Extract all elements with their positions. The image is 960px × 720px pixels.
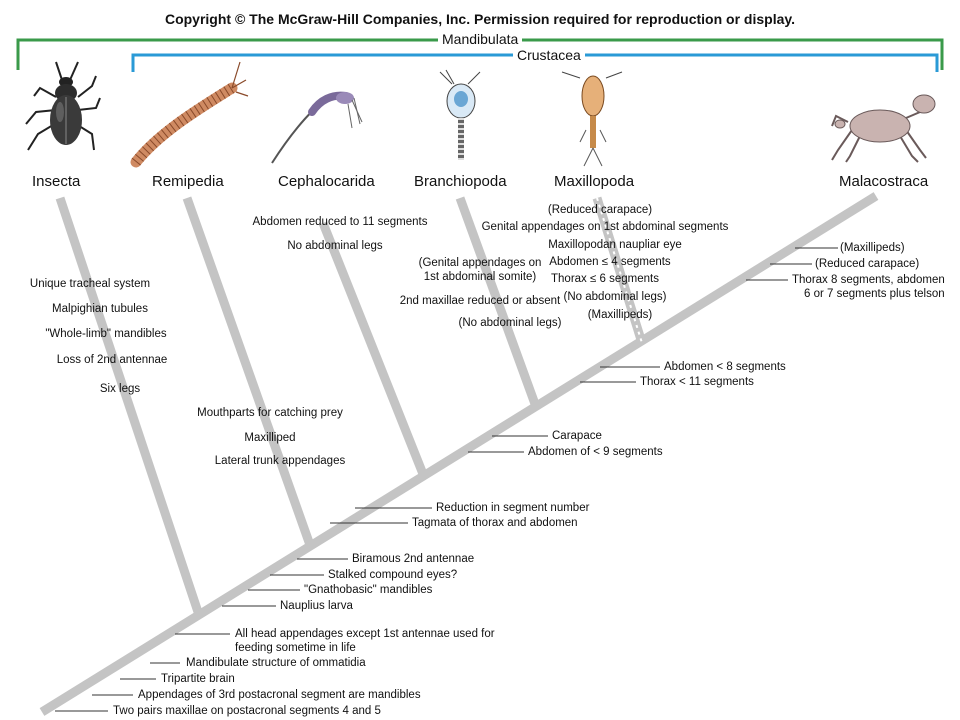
trait: (Genital appendages on	[418, 257, 542, 269]
trait: Reduction in segment number	[436, 502, 590, 514]
trait: Unique tracheal system	[29, 278, 151, 290]
copyright-notice: Copyright © The McGraw-Hill Companies, I…	[164, 11, 796, 27]
main-stem-branch	[39, 192, 879, 716]
trait: Stalked compound eyes?	[328, 569, 458, 581]
trait: Abdomen < 8 segments	[664, 361, 786, 373]
remipedia-branch	[182, 196, 315, 547]
trait: Maxilliped	[244, 432, 296, 444]
trait: Malpighian tubules	[52, 303, 148, 315]
branchiopoda-branch	[455, 196, 540, 406]
trait: (No abdominal legs)	[563, 291, 667, 303]
taxon-branchiopoda: Branchiopoda	[414, 173, 507, 190]
trait: Abdomen of < 9 segments	[528, 446, 663, 458]
trait: Thorax 8 segments, abdomen	[792, 274, 945, 286]
trait: (Reduced carapace)	[547, 204, 653, 216]
trait: Genital appendages on 1st abdominal segm…	[481, 221, 729, 233]
trait: Nauplius larva	[280, 600, 353, 612]
trait: Abdomen reduced to 11 segments	[252, 216, 428, 228]
trait: feeding sometime in life	[235, 642, 356, 654]
trait: Thorax < 11 segments	[640, 376, 754, 388]
crab-icon	[831, 94, 936, 163]
trait: Mouthparts for catching prey	[197, 407, 343, 419]
trait: Abdomen ≤ 4 segments	[549, 256, 671, 268]
crustacea-label: Crustacea	[513, 47, 585, 63]
trait: Maxillopodan naupliar eye	[548, 239, 682, 251]
trait: Two pairs maxillae on postacronal segmen…	[113, 705, 381, 717]
taxon-remipedia: Remipedia	[152, 173, 224, 190]
mandibulata-label: Mandibulata	[438, 31, 523, 47]
trait: Tagmata of thorax and abdomen	[412, 517, 578, 529]
trait: Carapace	[552, 430, 602, 442]
taxon-insecta: Insecta	[32, 173, 81, 190]
trait: (No abdominal legs)	[458, 317, 562, 329]
trait: Biramous 2nd antennae	[352, 553, 475, 565]
trait: All head appendages except 1st antennae …	[235, 628, 495, 640]
insecta-branch	[55, 196, 203, 614]
branchiopod-icon	[439, 69, 481, 160]
cephalocarida-branch	[318, 221, 428, 476]
trait: Tripartite brain	[161, 673, 235, 685]
trait: Lateral trunk appendages	[214, 455, 346, 467]
trait: Six legs	[99, 383, 141, 395]
trait: (Maxillipeds)	[840, 242, 905, 254]
taxon-maxillopoda: Maxillopoda	[554, 173, 635, 190]
trait: 1st abdominal somite)	[423, 271, 537, 283]
trait: "Gnathobasic" mandibles	[304, 584, 433, 596]
trait: Loss of 2nd antennae	[56, 354, 168, 366]
trait: Mandibulate structure of ommatidia	[186, 657, 366, 669]
trait: No abdominal legs	[287, 240, 383, 252]
copepod-icon	[561, 71, 623, 167]
taxon-cephalocarida: Cephalocarida	[278, 173, 375, 190]
trait: "Whole-limb" mandibles	[45, 328, 167, 340]
trait: Thorax ≤ 6 segments	[551, 273, 659, 285]
taxon-malacostraca: Malacostraca	[839, 173, 929, 190]
trait: 2nd maxillae reduced or absent	[399, 295, 561, 307]
trait: 6 or 7 segments plus telson	[804, 288, 945, 300]
trait: (Maxillipeds)	[587, 309, 653, 321]
trait: (Reduced carapace)	[815, 258, 920, 270]
leader-lines	[55, 247, 838, 712]
remipede-icon	[130, 61, 249, 168]
cephalocarid-icon	[271, 91, 363, 164]
maxillopoda-dashed-stripe	[596, 197, 643, 344]
trait: Appendages of 3rd postacronal segment ar…	[138, 689, 421, 701]
beetle-icon	[25, 61, 101, 151]
